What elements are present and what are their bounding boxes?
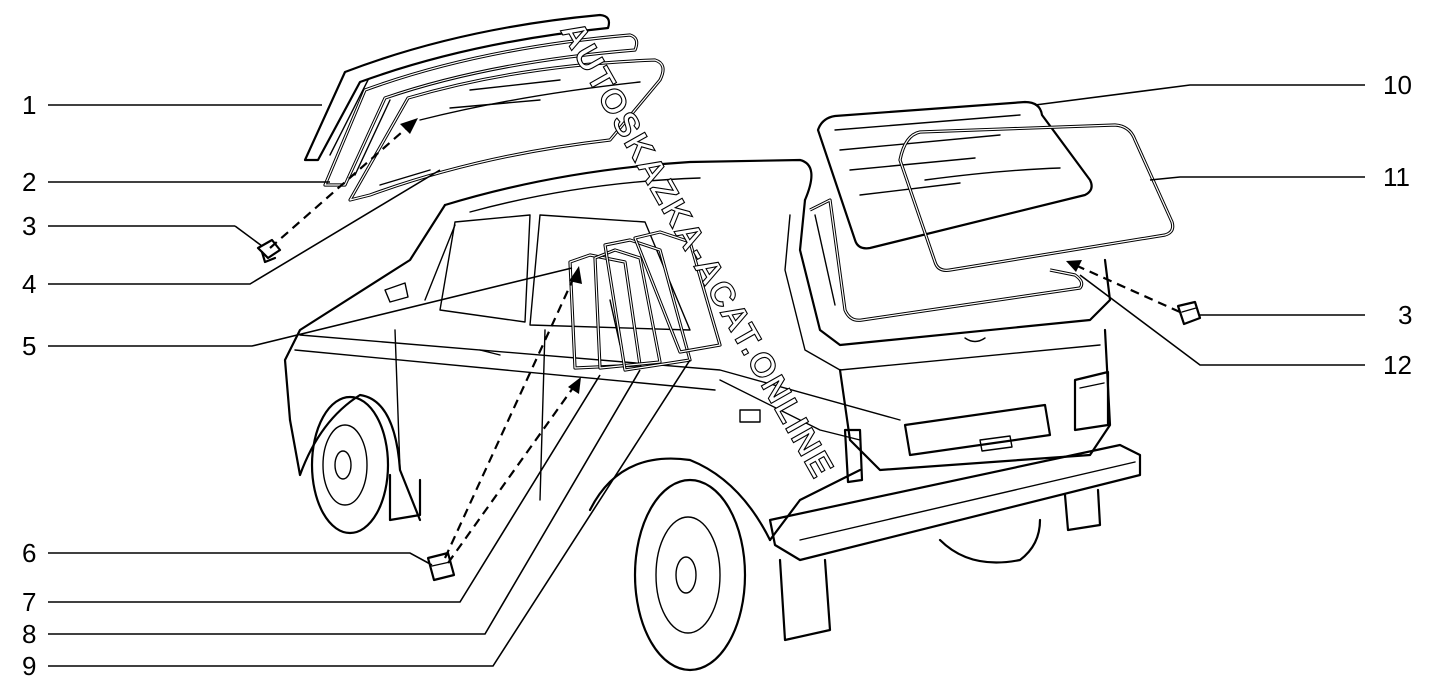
- assembly-arrows: [269, 118, 1181, 564]
- callout-9: 9: [22, 651, 36, 681]
- rear-window-seal: [898, 123, 1175, 272]
- callout-2: 2: [22, 167, 36, 197]
- rear-window-frame-seal: [809, 198, 1084, 322]
- quarter-window-glass: [568, 253, 642, 370]
- watermark: AUTOSKAZKA-ACAT.ONLINE: [553, 15, 842, 485]
- callout-labels: 1 2 3 4 5 6 7 8 9 10 11 3 12: [22, 70, 1412, 681]
- callout-3: 3: [22, 211, 36, 241]
- callout-1: 1: [22, 90, 36, 120]
- windshield-trim: [348, 58, 665, 202]
- callout-6: 6: [22, 538, 36, 568]
- callout-8: 8: [22, 619, 36, 649]
- quarter-window-seal-middle: [603, 238, 692, 372]
- vehicle-body: [283, 158, 1142, 672]
- windshield-glass: [303, 13, 611, 162]
- clip-quarter: [426, 551, 456, 582]
- rear-window-glass: [816, 100, 1093, 250]
- quarter-window-seal-inner: [593, 248, 662, 370]
- callout-3-right: 3: [1398, 300, 1412, 330]
- quarter-window-seal-outer: [633, 230, 722, 354]
- clip-front: [256, 238, 282, 264]
- callout-7: 7: [22, 587, 36, 617]
- callout-10: 10: [1383, 70, 1412, 100]
- callout-12: 12: [1383, 350, 1412, 380]
- clip-rear: [1176, 300, 1202, 326]
- leader-lines: [48, 84, 1365, 667]
- windshield-seal: [323, 33, 639, 187]
- callout-11: 11: [1383, 162, 1410, 192]
- callout-5: 5: [22, 331, 36, 361]
- callout-4: 4: [22, 269, 36, 299]
